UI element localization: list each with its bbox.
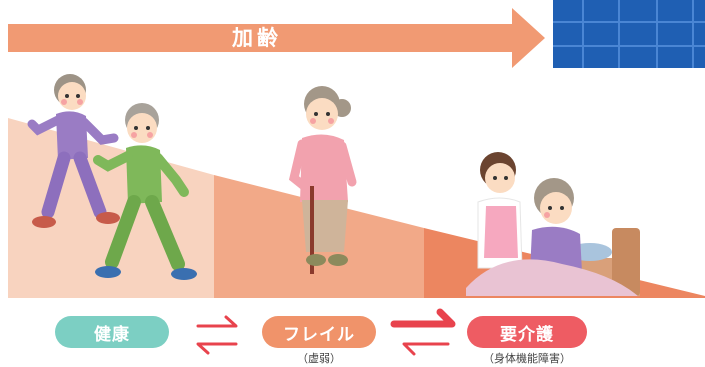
stage-care-needed-sublabel: （身体機能障害） (483, 352, 571, 365)
stage-frailty-sublabel: （虚弱） (297, 352, 341, 365)
caregiver-with-bedridden-elder-icon (466, 152, 640, 296)
progression-arrow-icon (390, 308, 456, 356)
aging-arrow (8, 8, 545, 68)
bidirectional-arrow-icon (196, 315, 238, 355)
stage-healthy-badge: 健康 (55, 316, 169, 348)
walking-elderly-man-icon (93, 103, 197, 280)
elderly-woman-with-cane-icon (288, 86, 357, 274)
building-icon (553, 0, 705, 68)
walking-elderly-woman-icon (27, 74, 120, 228)
stage-frailty-badge: フレイル (262, 316, 376, 348)
stage-care-needed-badge: 要介護 (467, 316, 587, 348)
aging-label: 加齢 (232, 26, 282, 50)
